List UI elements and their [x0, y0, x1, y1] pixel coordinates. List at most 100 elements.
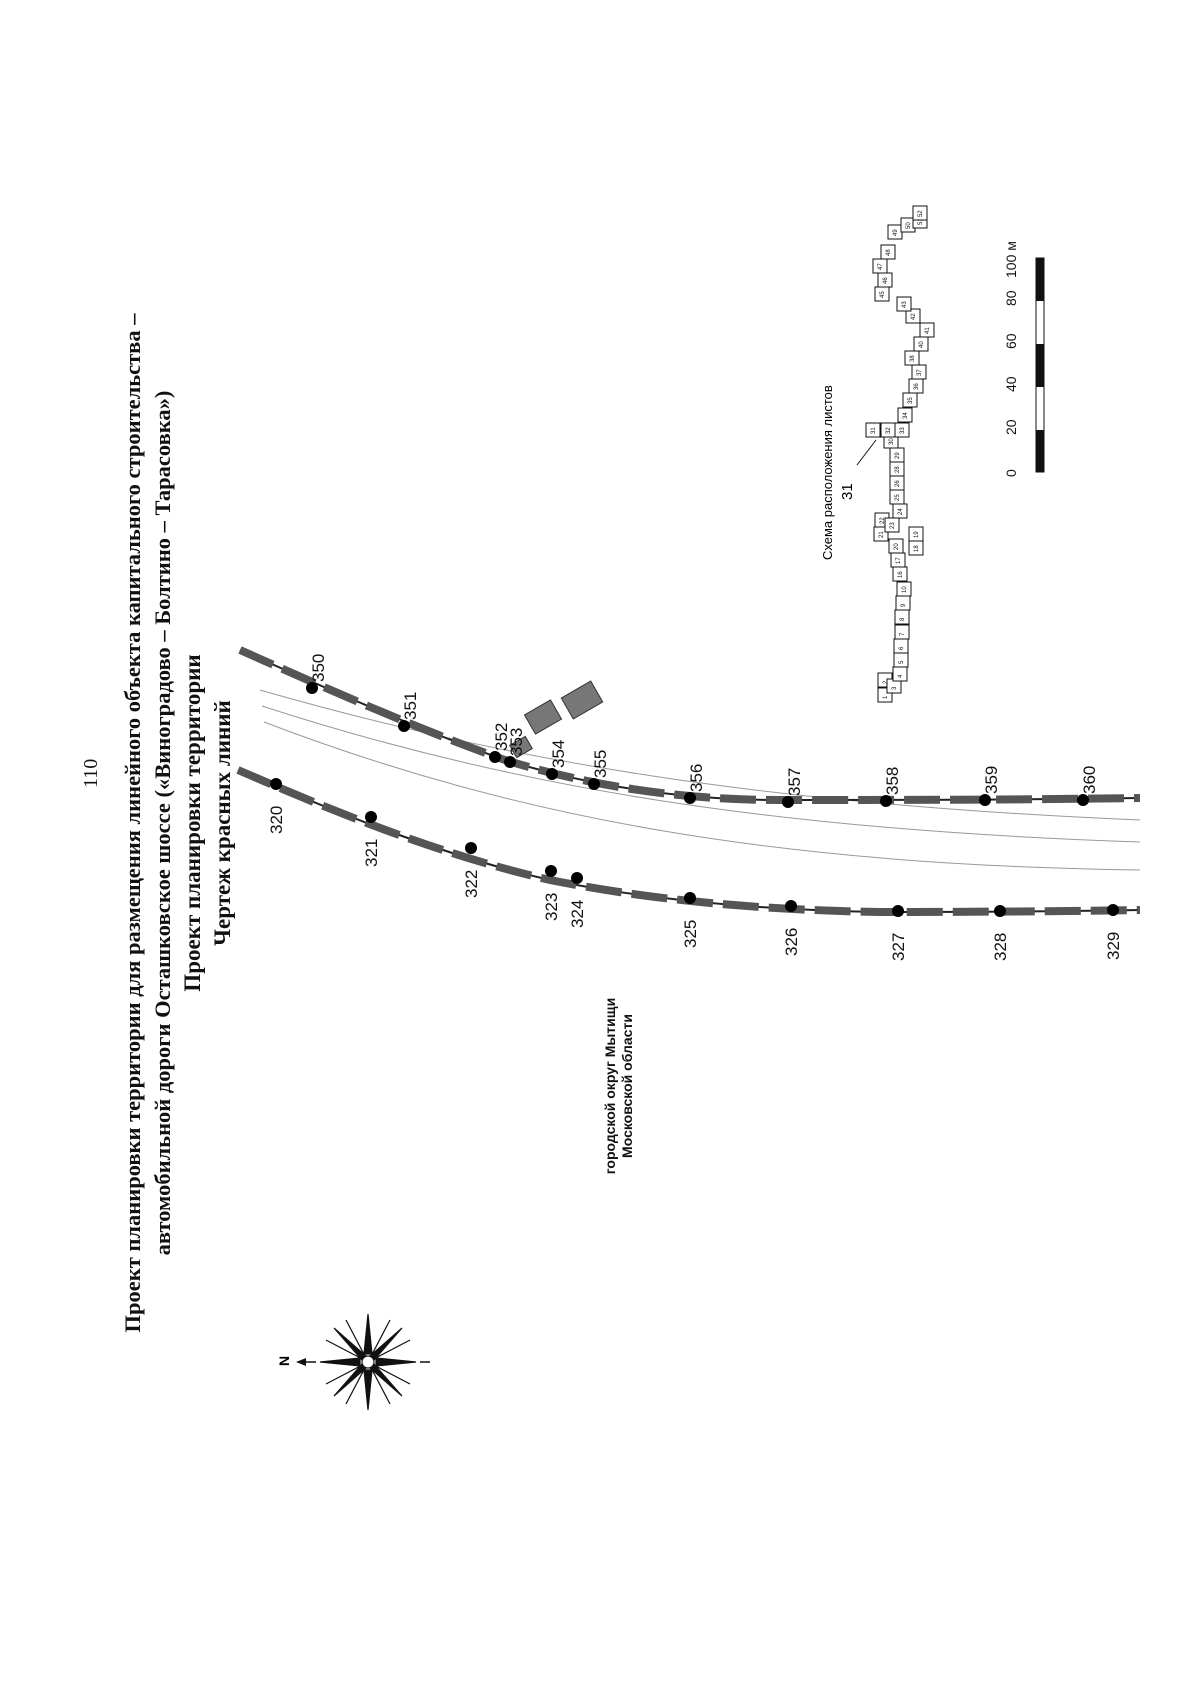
point-marker	[880, 795, 892, 807]
inset-sheet-scheme: Схема расположения листов 31 12345678910…	[820, 205, 935, 703]
building	[560, 680, 604, 720]
inset-sheet: 52	[912, 205, 928, 221]
inset-sheet-label: 30	[889, 438, 895, 445]
point-marker	[306, 682, 318, 694]
red-line-upper	[238, 646, 1141, 805]
inset-sheet: 7	[894, 624, 910, 640]
inset-sheet-label: 38	[910, 355, 916, 362]
scale-label: 100 м	[1003, 241, 1019, 278]
point-label: 320	[267, 806, 286, 834]
inset-sheet: 26	[889, 475, 905, 491]
inset-sheet-label: 31	[871, 427, 877, 434]
inset-sheet-label: 42	[911, 313, 917, 320]
inset-sheet-label: 41	[925, 327, 931, 334]
inset-sheet-label: 8	[900, 617, 906, 621]
inset-sheet-label: 7	[900, 632, 906, 636]
inset-sheet-label: 23	[890, 522, 896, 529]
inset-sheet-label: 37	[917, 369, 923, 376]
scale-label: 80	[1003, 290, 1019, 306]
inset-sheet-label: 20	[894, 543, 900, 550]
inset-sheet: 5	[893, 652, 909, 668]
inset-sheet: 38	[904, 350, 920, 366]
inset-sheet-label: 28	[895, 466, 901, 473]
inset-sheet-label: 3	[892, 686, 898, 690]
inset-sheet: 34	[897, 407, 913, 423]
point-marker	[588, 778, 600, 790]
point-marker	[994, 905, 1006, 917]
inset-sheet-label: 9	[901, 603, 907, 607]
inset-sheet: 32	[880, 422, 896, 438]
point-label: 329	[1104, 932, 1123, 960]
inset-sheet: 40	[913, 336, 929, 352]
point-label: 328	[991, 933, 1010, 961]
inset-sheet-label: 1	[883, 695, 889, 699]
inset-sheet: 33	[894, 422, 910, 438]
point-label: 355	[591, 750, 610, 778]
point-marker	[545, 865, 557, 877]
point-label: 360	[1080, 766, 1099, 794]
point-marker	[489, 751, 501, 763]
point-marker	[892, 905, 904, 917]
inset-sheet-label: 48	[886, 249, 892, 256]
point-label: 356	[687, 764, 706, 792]
inset-sheet: 29	[889, 447, 905, 463]
point-marker	[979, 794, 991, 806]
inset-sheet-label: 40	[919, 341, 925, 348]
inset-sheet: 49	[887, 224, 903, 240]
north-label: N	[276, 1356, 292, 1366]
point-label: 357	[785, 768, 804, 796]
inset-sheet-label: 19	[914, 531, 920, 538]
inset-sheet-label: 34	[903, 412, 909, 419]
point-label: 327	[889, 933, 908, 961]
building	[509, 735, 533, 759]
point-marker	[684, 892, 696, 904]
inset-sheet: 8	[894, 609, 910, 625]
inset-sheet-label: 45	[880, 291, 886, 298]
inset-sheet-label: 5	[899, 660, 905, 664]
inset-sheet-label: 51	[918, 218, 924, 225]
point-label: 350	[309, 654, 328, 682]
point-marker	[504, 756, 516, 768]
point-label: 353	[507, 728, 526, 756]
inset-sheet-label: 4	[898, 674, 904, 678]
point-label: 325	[681, 920, 700, 948]
building	[523, 699, 563, 735]
inset-sheet: 17	[890, 552, 906, 568]
inset-sheet-label: 17	[896, 557, 902, 564]
point-marker	[465, 842, 477, 854]
point-label: 351	[401, 692, 420, 720]
point-label: 326	[782, 928, 801, 956]
point-label: 354	[549, 740, 568, 768]
inset-sheet: 47	[872, 258, 888, 274]
current-sheet-label: 31	[839, 483, 856, 500]
point-marker	[365, 811, 377, 823]
inset-sheet-label: 26	[895, 480, 901, 487]
road-edges	[259, 689, 1141, 871]
point-label: 323	[542, 893, 561, 921]
inset-sheet-label: 32	[886, 427, 892, 434]
inset-sheet-label: 29	[895, 452, 901, 459]
inset-sheet: 35	[902, 392, 918, 408]
inset-sheet: 25	[889, 489, 905, 505]
inset-sheet: 10	[896, 581, 912, 597]
inset-sheet-label: 6	[899, 646, 905, 650]
point-marker	[785, 900, 797, 912]
inset-sheet-label: 10	[902, 586, 908, 593]
inset-sheet-label: 50	[906, 222, 912, 229]
scale-label: 20	[1003, 419, 1019, 435]
buildings	[509, 680, 604, 759]
inset-sheet-label: 49	[893, 229, 899, 236]
point-marker	[398, 720, 410, 732]
inset-sheet: 48	[880, 244, 896, 260]
inset-sheet-label: 2	[883, 680, 889, 684]
point-label: 358	[883, 767, 902, 795]
point-label: 359	[982, 766, 1001, 794]
point-label: 352	[492, 723, 511, 751]
inset-sheet-label: 43	[902, 301, 908, 308]
point-marker	[270, 778, 282, 790]
inset-sheet: 36	[908, 378, 924, 394]
inset-sheet-label: 18	[914, 545, 920, 552]
